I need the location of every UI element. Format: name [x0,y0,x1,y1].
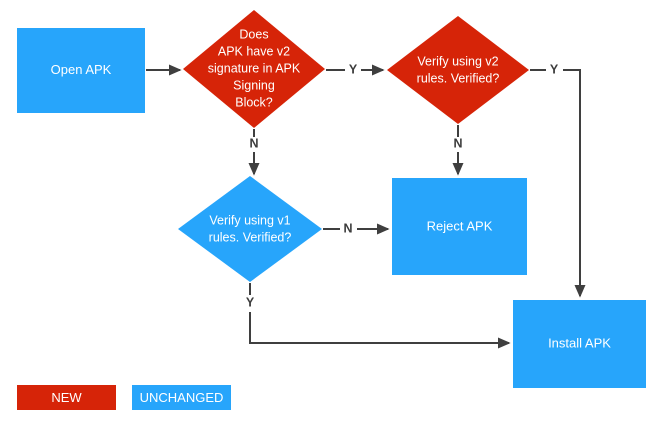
legend-label-unchanged: UNCHANGED [140,390,224,405]
node-label-reject-apk: Reject APK [427,218,493,233]
node-label-has-v2-signature-line-4: Signing [233,78,275,92]
node-label-install-apk: Install APK [548,335,611,350]
node-has-v2-signature[interactable]: Does APK have v2 signature in APK Signin… [183,10,325,128]
edge-verifyv2-yes: Y [530,62,586,298]
edge-verifyv1-no: N [323,221,390,235]
edge-verifyv2-no: N [452,125,464,176]
legend-item-unchanged: UNCHANGED [132,385,231,410]
edge-label-verifyv2-no: N [453,136,462,150]
node-install-apk[interactable]: Install APK [513,300,646,388]
node-label-has-v2-signature-line-3: signature in APK [208,61,301,75]
legend-item-new: NEW [17,385,116,410]
node-reject-apk[interactable]: Reject APK [392,178,527,275]
legend-label-new: NEW [51,390,82,405]
node-open-apk[interactable]: Open APK [17,28,145,113]
node-label-has-v2-signature-line-2: APK have v2 [218,44,290,58]
legend: NEW UNCHANGED [17,385,231,410]
edge-label-hasv2-yes: Y [349,62,358,76]
node-label-verify-v2-line-2: rules. Verified? [417,71,500,85]
edge-label-verifyv1-no: N [343,221,352,235]
node-label-verify-v1-line-2: rules. Verified? [209,230,292,244]
node-verify-v2[interactable]: Verify using v2 rules. Verified? [387,16,529,124]
node-label-verify-v1-line-1: Verify using v1 [209,213,290,227]
edge-hasv2-no: N [248,129,260,176]
edge-verifyv1-yes: Y [246,283,511,349]
node-label-open-apk: Open APK [51,62,112,77]
edge-label-hasv2-no: N [249,136,258,150]
node-label-has-v2-signature-line-1: Does [239,27,268,41]
edge-label-verifyv2-yes: Y [550,62,559,76]
node-label-has-v2-signature-line-5: Block? [235,95,273,109]
edge-label-verifyv1-yes: Y [246,295,255,309]
edge-hasv2-yes: Y [326,62,385,76]
node-verify-v1[interactable]: Verify using v1 rules. Verified? [178,176,322,282]
node-label-verify-v2-line-1: Verify using v2 [417,54,498,68]
